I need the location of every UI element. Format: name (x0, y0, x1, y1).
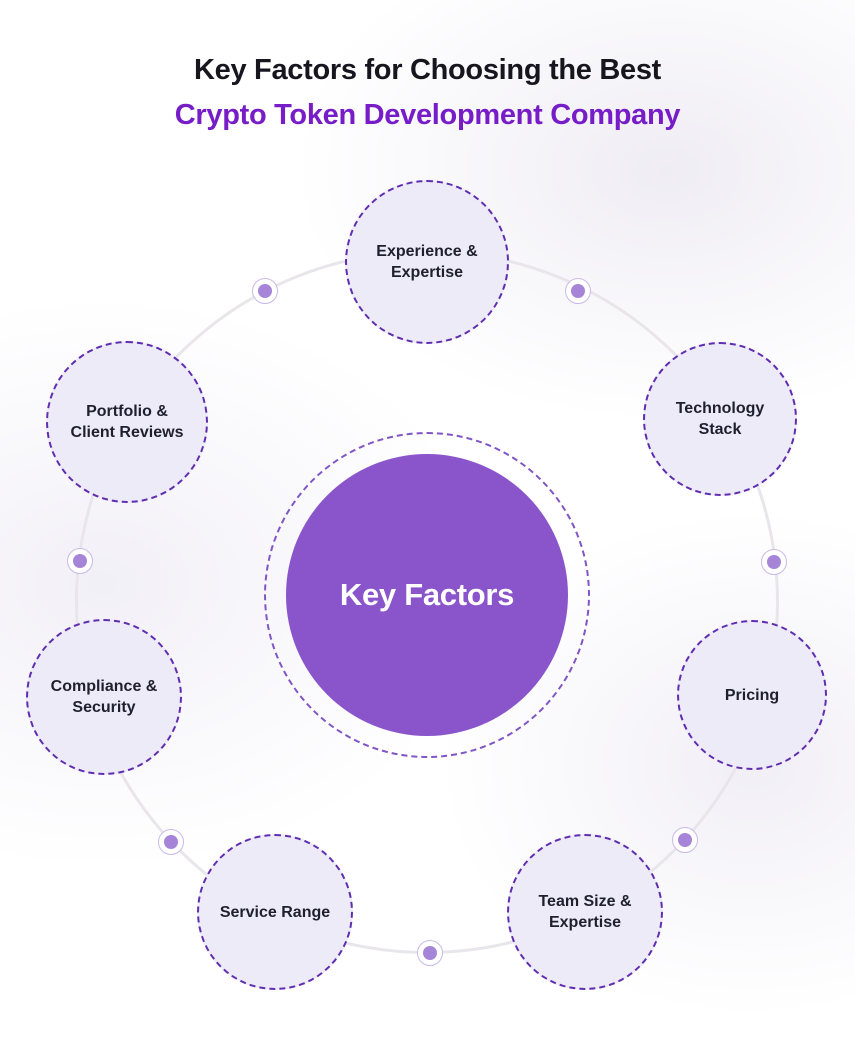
factor-circle-experience-expertise: Experience & Expertise (345, 180, 509, 344)
connector-dot (672, 827, 698, 853)
connector-dot (761, 549, 787, 575)
factor-label: Experience & Expertise (376, 243, 478, 281)
factor-label: Portfolio & Client Reviews (70, 403, 184, 441)
connector-dot (252, 278, 278, 304)
page-title: Key Factors for Choosing the Best Crypto… (0, 48, 855, 138)
factor-label: Pricing (724, 686, 780, 704)
page-title-line-1: Key Factors for Choosing the Best (193, 54, 662, 86)
connector-dot (565, 278, 591, 304)
factor-label: Service Range (219, 903, 331, 921)
connector-dot (67, 548, 93, 574)
factor-circle-compliance-security: Compliance & Security (26, 619, 182, 775)
factor-circle-pricing: Pricing (677, 620, 827, 770)
factor-circle-service-range: Service Range (197, 834, 353, 990)
center-circle: Key Factors (286, 454, 568, 736)
center-circle-label: Key Factors (339, 577, 515, 612)
factor-circle-technology-stack: Technology Stack (643, 342, 797, 496)
page-title-line-2: Crypto Token Development Company (174, 99, 681, 131)
factor-label: Team Size & Expertise (538, 893, 632, 931)
connector-dot (417, 940, 443, 966)
factor-circle-portfolio-client-reviews: Portfolio & Client Reviews (46, 341, 208, 503)
factor-label: Technology Stack (675, 400, 765, 438)
factor-circle-team-size-expertise: Team Size & Expertise (507, 834, 663, 990)
center-circle-dashed-outline: Key Factors (264, 432, 590, 758)
factor-label: Compliance & Security (50, 678, 158, 716)
connector-dot (158, 829, 184, 855)
